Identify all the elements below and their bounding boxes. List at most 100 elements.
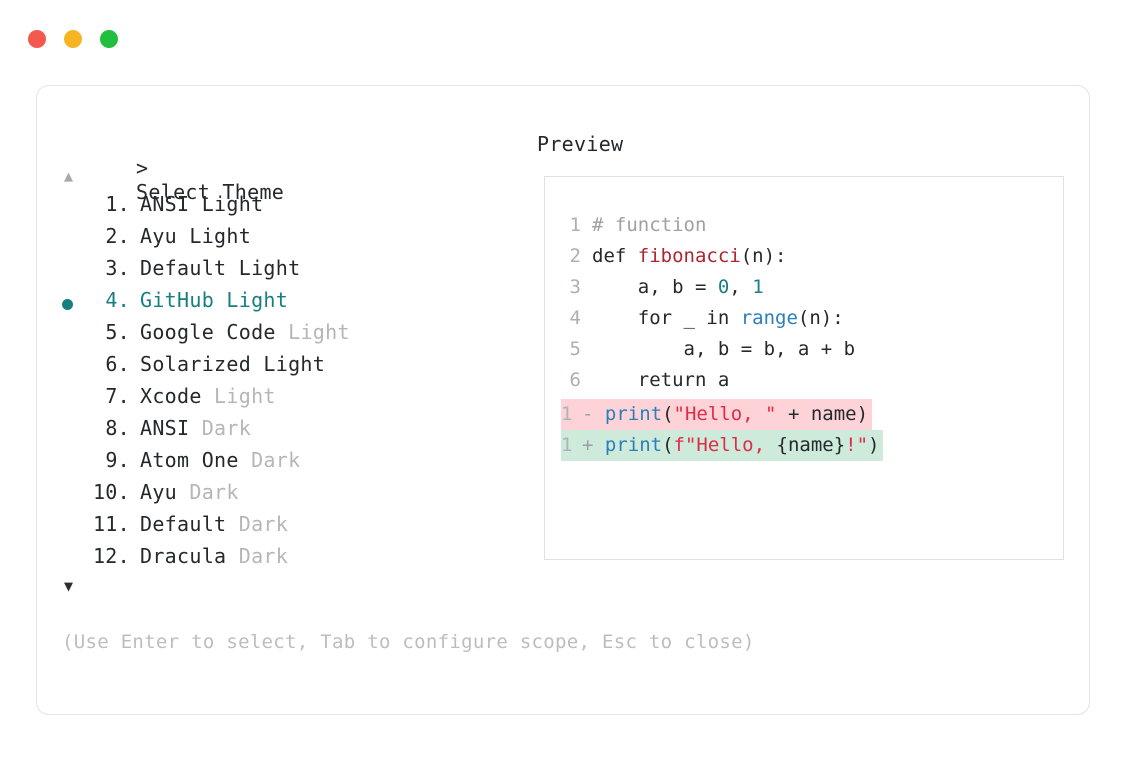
theme-item-name: ANSI (140, 416, 190, 440)
diff-sign: - (582, 403, 605, 425)
theme-item-index: 1. (105, 192, 130, 216)
code-token: (n): (797, 307, 844, 329)
code-line: 3 a, b = 0, 1 (561, 272, 855, 303)
theme-list-item[interactable]: 8. ANSI Dark (62, 416, 512, 448)
theme-item-index: 3. (105, 256, 130, 280)
theme-item-index: 6. (105, 352, 130, 376)
theme-item-name: ANSI Light (140, 192, 264, 216)
scroll-up-icon[interactable]: ▲ (64, 167, 74, 185)
theme-list-item[interactable]: 6. Solarized Light (62, 352, 512, 384)
theme-item-index: 12. (92, 544, 130, 568)
diff-line-number: 1 (561, 434, 573, 456)
code-token: for _ in (592, 307, 741, 329)
code-token: def (592, 245, 638, 267)
theme-item-mode-tag: Dark (238, 448, 301, 472)
diff-token: !" (845, 434, 869, 456)
theme-list-item[interactable]: 10. Ayu Dark (62, 480, 512, 512)
traffic-lights (28, 30, 118, 48)
theme-list-item[interactable]: 4. GitHub Light (62, 288, 512, 320)
theme-list-item[interactable]: 7. Xcode Light (62, 384, 512, 416)
code-line-number: 4 (569, 307, 581, 329)
code-line: 6 return a (561, 365, 855, 396)
diff-token: print (604, 403, 663, 425)
prompt-caret-icon: > (136, 156, 149, 180)
code-line-number: 2 (569, 245, 581, 267)
scroll-down-icon[interactable]: ▼ (64, 577, 74, 595)
theme-item-name: Dracula (140, 544, 227, 568)
diff-token: print (604, 434, 663, 456)
theme-item-mode-tag: Light (201, 384, 276, 408)
code-line: 5 a, b = b, a + b (561, 334, 856, 365)
theme-item-name: Xcode (140, 384, 202, 408)
selection-indicator (62, 298, 88, 310)
diff-line-add: 1+ print(f"Hello, {name}!") (561, 430, 884, 461)
diff-line-number: 1 (561, 403, 573, 425)
theme-item-name: Ayu (140, 480, 178, 504)
code-line-number: 5 (569, 338, 581, 360)
code-line-number: 3 (569, 276, 581, 298)
diff-token: ( (662, 403, 674, 425)
code-token: (n): (740, 245, 787, 267)
diff-sign: + (582, 434, 605, 456)
theme-item-name: Atom One (140, 448, 239, 472)
code-token: fibonacci (637, 245, 741, 267)
code-line: 4 for _ in range(n): (561, 303, 855, 334)
theme-list-item[interactable]: 1. ANSI Light (62, 192, 512, 224)
code-token: range (740, 307, 798, 329)
code-line-number: 6 (569, 369, 581, 391)
code-line-number: 1 (569, 214, 581, 236)
code-token: 0 (717, 276, 730, 298)
diff-token: ) (868, 434, 880, 456)
code-line: 2 def fibonacci(n): (561, 241, 855, 272)
theme-item-mode-tag: Dark (177, 480, 239, 504)
theme-item-index: 11. (92, 512, 130, 536)
theme-list-item[interactable]: 12. Dracula Dark (62, 544, 512, 576)
diff-token: {name} (776, 434, 846, 456)
theme-list-item[interactable]: 11. Default Dark (62, 512, 512, 544)
theme-item-name: Default Light (140, 256, 301, 280)
theme-item-mode-tag: Light (275, 320, 350, 344)
theme-item-index: 10. (92, 480, 130, 504)
code-token: , (729, 276, 753, 298)
theme-item-mode-tag: Dark (189, 416, 252, 440)
code-token: 1 (752, 276, 764, 298)
window-titlebar (0, 0, 1129, 72)
theme-list-item[interactable]: 9.Atom One Dark (62, 448, 512, 480)
theme-selector-card: > Select Theme Preview ▲ 1. ANSI Light 2. A… (36, 85, 1090, 715)
theme-item-index: 7. (105, 384, 130, 408)
diff-token: f"Hello, (673, 434, 777, 456)
diff-token: "Hello, " (673, 403, 777, 425)
theme-item-name: Ayu Light (140, 224, 252, 248)
theme-item-index: 5. (105, 320, 130, 344)
diff-preview: 1- print("Hello, " + name)1+ print(f"Hel… (561, 399, 884, 461)
theme-item-name: Solarized Light (140, 352, 326, 376)
maximize-button[interactable] (100, 30, 118, 48)
theme-item-name: Default (140, 512, 227, 536)
theme-item-name: GitHub Light (140, 288, 289, 312)
theme-list-item[interactable]: 2. Ayu Light (62, 224, 512, 256)
page-title: > Select Theme (62, 132, 284, 228)
code-token: a, b = (592, 276, 718, 298)
preview-heading: Preview (537, 132, 624, 156)
code-line: 1 # function (561, 210, 855, 241)
selected-bullet-icon (62, 298, 73, 310)
theme-list-item[interactable]: 3. Default Light (62, 256, 512, 288)
theme-item-name: Google Code (140, 320, 276, 344)
theme-list-item[interactable]: 5. Google Code Light (62, 320, 512, 352)
code-token: # function (592, 214, 707, 236)
keyboard-hint: (Use Enter to select, Tab to configure s… (62, 631, 755, 653)
page-title-text: Select Theme (136, 180, 285, 204)
theme-item-index: 2. (105, 224, 130, 248)
theme-item-mode-tag: Dark (226, 512, 289, 536)
theme-item-index: 4. (105, 288, 130, 312)
diff-line-del: 1- print("Hello, " + name) (561, 399, 873, 430)
theme-list-region: ▲ 1. ANSI Light 2. Ayu Light 3. Default Light… (62, 166, 512, 596)
theme-item-mode-tag: Dark (226, 544, 289, 568)
theme-item-index: 8. (105, 416, 130, 440)
minimize-button[interactable] (64, 30, 82, 48)
diff-token: + name) (776, 403, 869, 425)
close-button[interactable] (28, 30, 46, 48)
